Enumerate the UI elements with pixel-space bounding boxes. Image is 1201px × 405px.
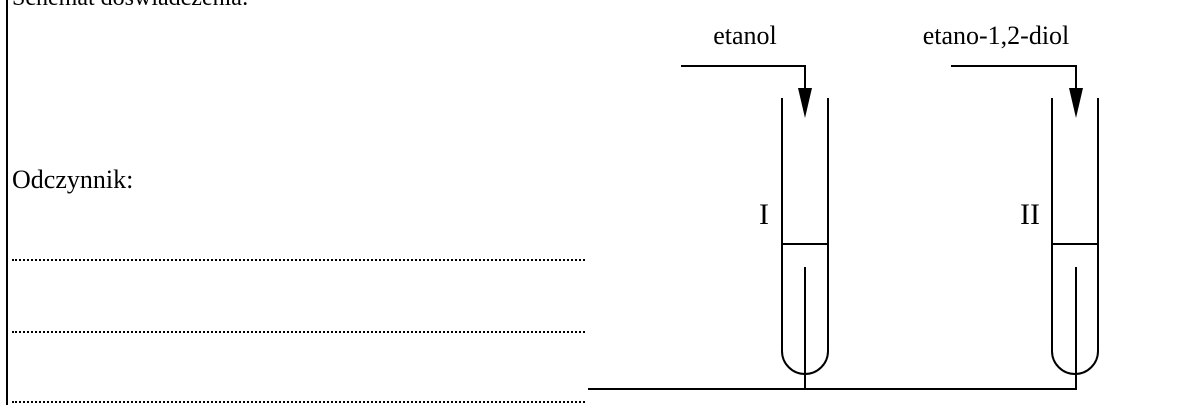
arrow-to-tube-2 [951, 65, 1077, 96]
substance-label-ethanediol: etano-1,2-diol [923, 21, 1070, 50]
reagent-label: Odczynnik: [12, 165, 134, 194]
answer-line-2[interactable] [12, 331, 585, 333]
tube-number-1: I [759, 198, 769, 231]
answer-line-1[interactable] [12, 259, 585, 261]
arrow-to-tube-1 [681, 65, 806, 96]
section-header: Schemat doświadczenia: [12, 0, 249, 12]
arrow-head-tube-1 [798, 88, 812, 118]
page-frame-left-border [6, 0, 8, 405]
arrow-head-tube-2 [1069, 88, 1083, 118]
substance-label-etanol: etanol [713, 21, 777, 50]
tube-1-substance-label: etanol [713, 21, 777, 50]
tube-2-substance-label: etano-1,2-diol [923, 21, 1070, 50]
answer-line-3[interactable] [12, 401, 585, 403]
tube-number-2: II [1020, 198, 1040, 231]
test-tube-rack [588, 267, 1077, 390]
